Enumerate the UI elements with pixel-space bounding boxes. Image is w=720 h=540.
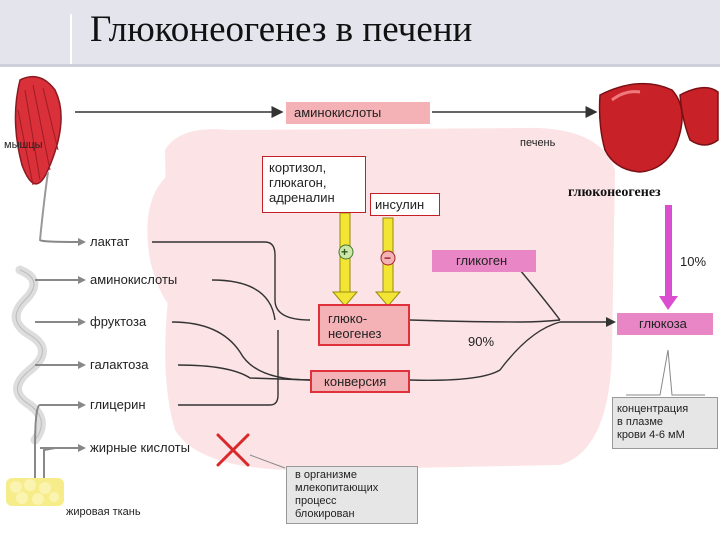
percent-10-label: 10%	[680, 254, 707, 269]
box-gluconeogenesis: глюко- неогенез	[318, 304, 410, 346]
box-amino-acids-top: аминокислоты	[286, 102, 430, 124]
source-galactose: галактоза	[90, 357, 149, 372]
source-glycerol: глицерин	[90, 397, 146, 412]
plus-label: +	[341, 245, 349, 259]
page-title: Глюконеогенез в печени	[90, 9, 473, 50]
box-glucose: глюкоза	[617, 313, 713, 335]
box-glycogen: гликоген	[432, 250, 536, 272]
blocked-callout	[249, 454, 286, 469]
plus-sign	[338, 244, 354, 260]
flow-lines	[152, 241, 610, 406]
header-divider	[70, 14, 72, 66]
source-amino-acids: аминокислоты	[90, 272, 178, 287]
box-conversion: конверсия	[310, 370, 410, 393]
source-lactate: лактат	[90, 234, 130, 249]
arrow-liver-to-glucose	[659, 205, 678, 310]
header-bottom-rule	[0, 64, 720, 67]
liver-illustration	[598, 82, 719, 173]
source-fatty-acids: жирные кислоты	[90, 440, 190, 455]
source-fructose: фруктоза	[90, 314, 147, 329]
box-insulin: инсулин	[370, 193, 440, 216]
box-concentration: концентрация в плазме крови 4-6 мМ	[612, 397, 718, 449]
header-band	[0, 0, 720, 66]
minus-label: −	[384, 251, 392, 265]
concentration-callout	[626, 349, 705, 396]
blocked-cross-icon	[216, 433, 250, 467]
minus-sign	[380, 250, 396, 266]
gluconeogenesis-caption: глюконеогенез	[568, 185, 661, 200]
muscle-label: мышцы	[4, 139, 43, 151]
adipose-label: жировая ткань	[66, 506, 141, 518]
adipose-illustration	[6, 478, 64, 506]
box-blocked-note: в организме млекопитающих процесс блокир…	[286, 466, 418, 524]
source-arrows	[34, 239, 81, 478]
muscle-illustration	[14, 75, 62, 241]
percent-90-label: 90%	[468, 334, 495, 349]
liver-label: печень	[520, 137, 556, 149]
box-hormones: кортизол, глюкагон, адреналин	[262, 156, 366, 213]
